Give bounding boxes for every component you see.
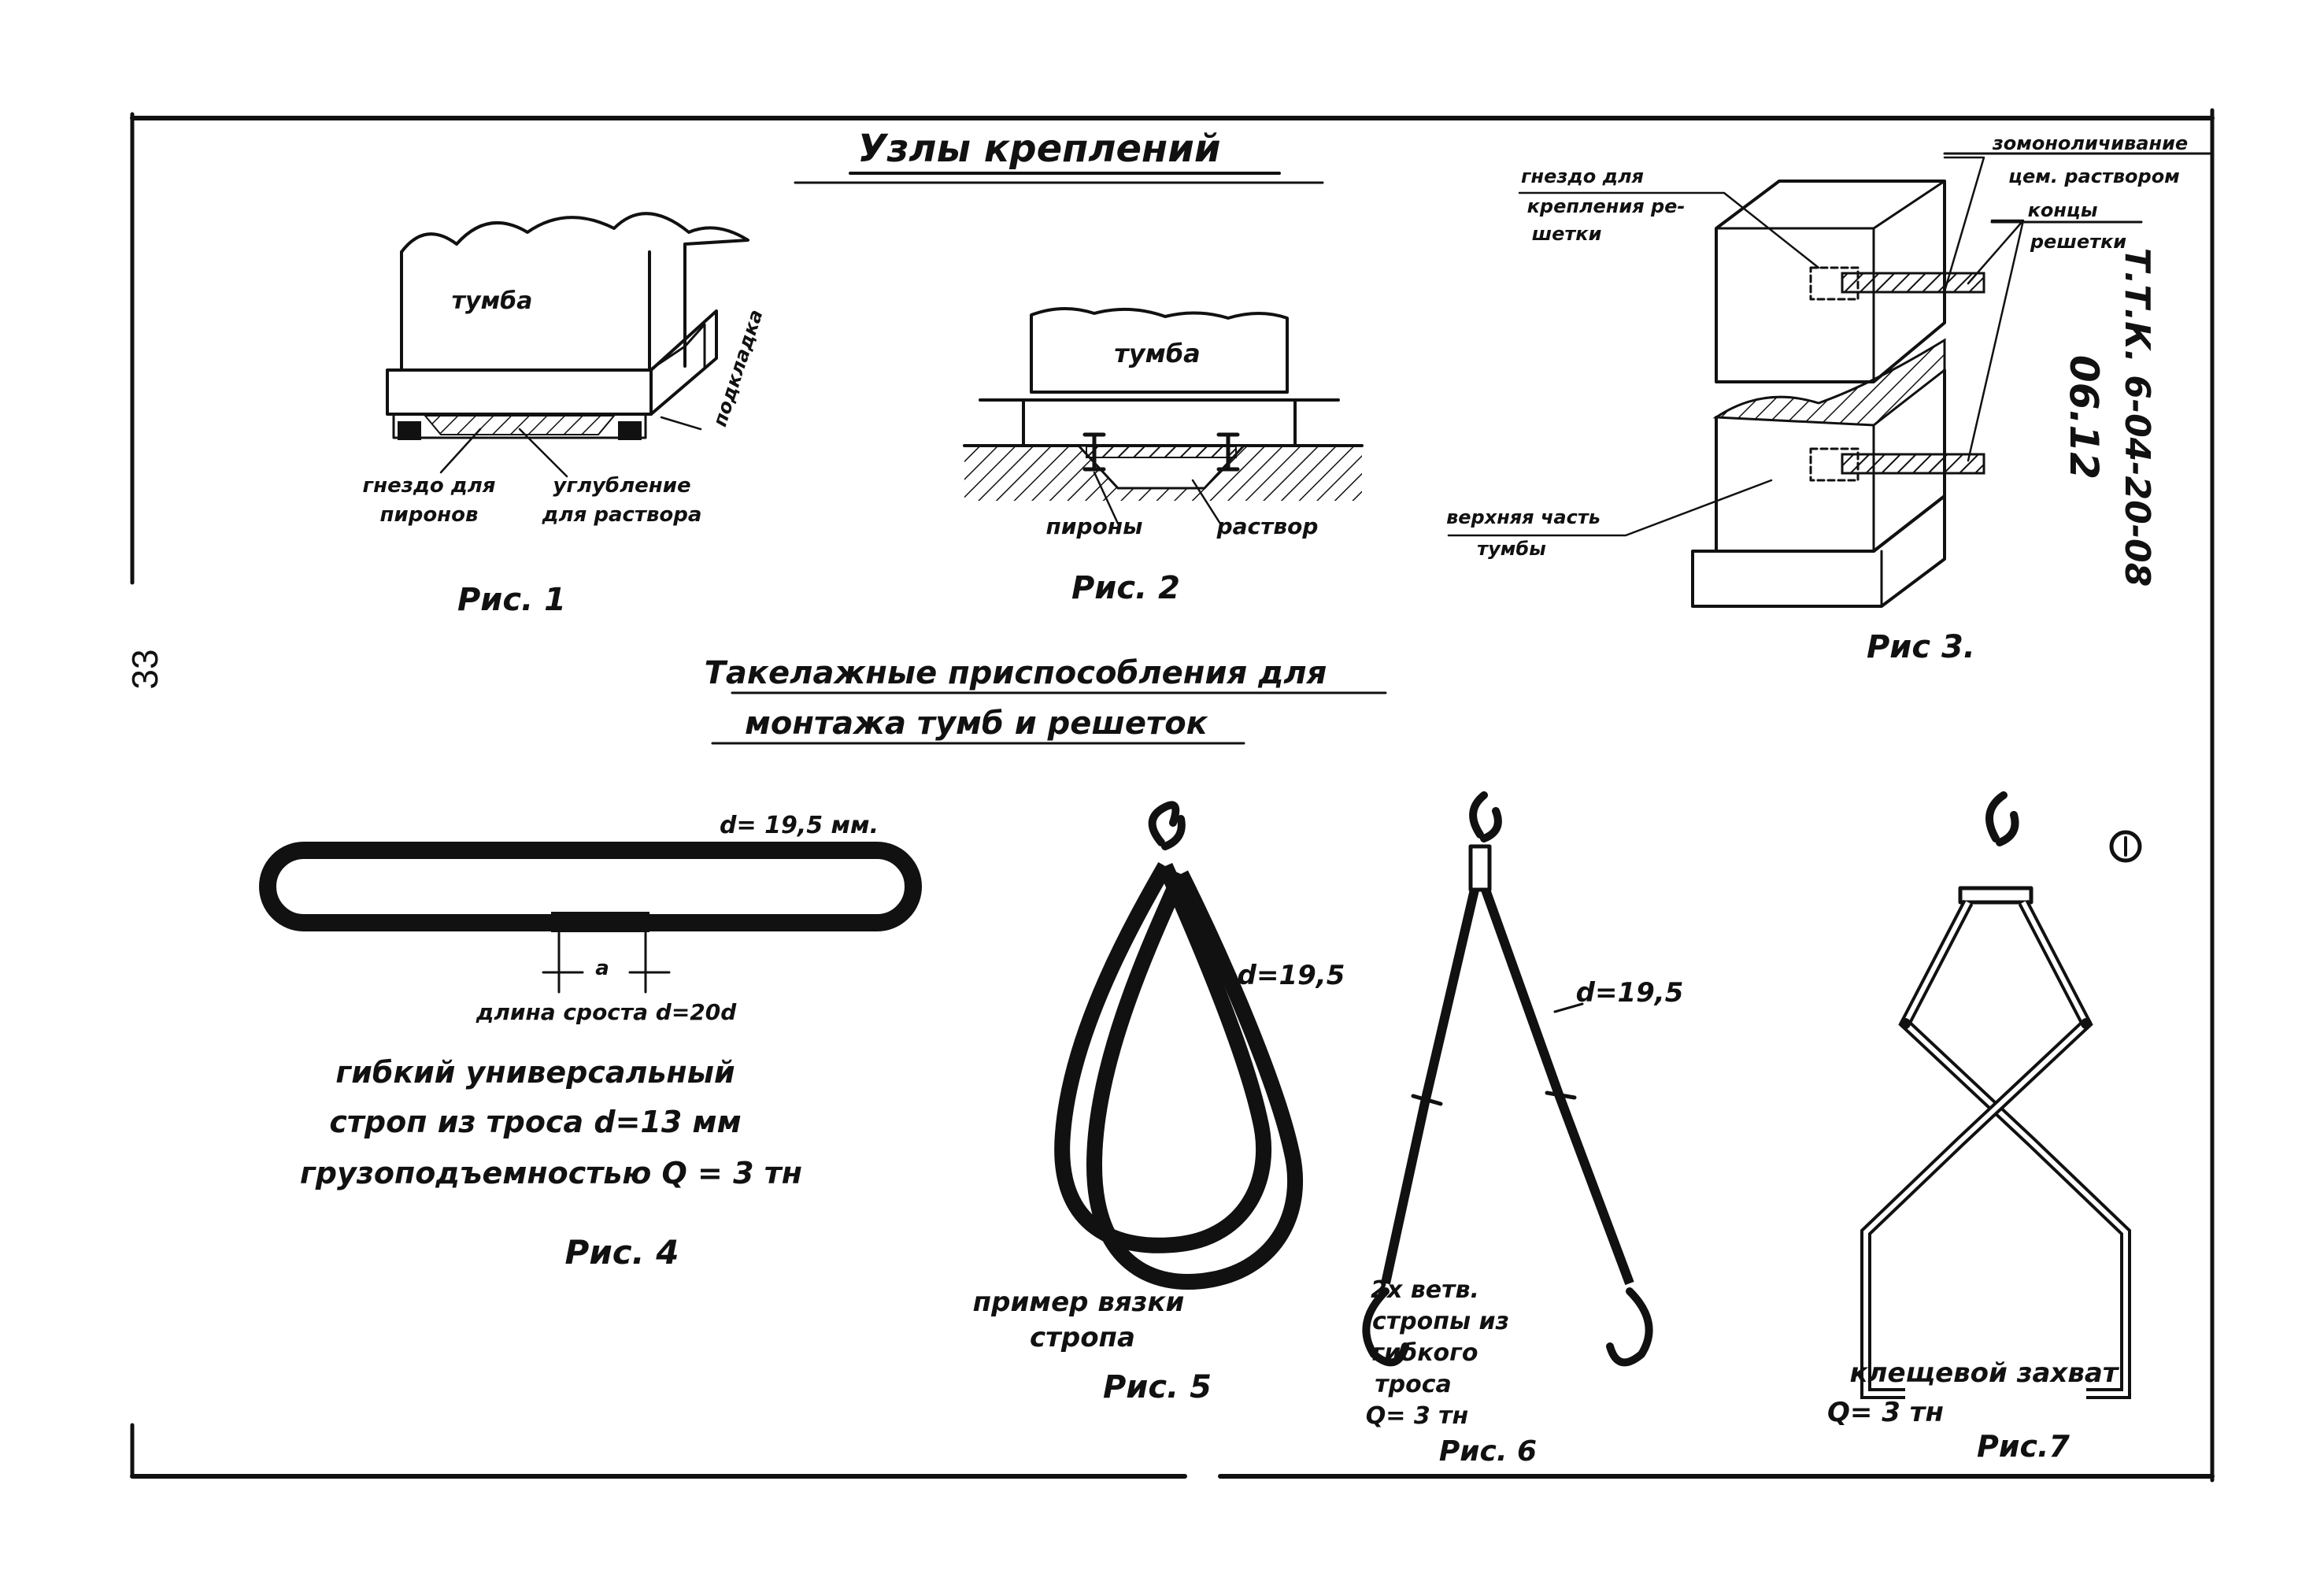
fig1-pedestal-base: тумба подкладка гнездо для пиронов углуб… [363, 212, 768, 618]
document-code: Т.Т.К. 6-04-20-08 06.12 [2061, 248, 2157, 587]
title-rigging-line1: Такелажные приспособления для [705, 655, 1327, 691]
sheet-frame [130, 108, 2215, 1483]
fig1-right-label-line1: углубление [553, 474, 690, 498]
fig4-gap-label: а [595, 957, 609, 980]
fig1-right-label-line2: для раствора [542, 503, 702, 527]
fig7-description-line1: клещевой захват [1849, 1357, 2119, 1389]
document-code-line1: Т.Т.К. 6-04-20-08 [2117, 248, 2157, 587]
document-code-line2: 06.12 [2061, 355, 2107, 479]
fig3-grille-fixing: гнездо для крепления ре- шетки зомонолич… [1446, 132, 2214, 665]
fig3-label-grout-line2: цем. раствором [2008, 165, 2180, 187]
fig6-description-line5: Q= 3 тн [1366, 1402, 1469, 1430]
fig6-description-line4: троса [1375, 1371, 1452, 1398]
fig7-description-line2: Q= 3 тн [1827, 1397, 1944, 1428]
fig6-two-leg-sling: d=19,5 2х ветв. стропы из гибкого троса … [1362, 791, 1684, 1468]
fig2-left-label: пироны [1046, 513, 1143, 539]
fig3-label-bars-line1: концы [2028, 199, 2098, 221]
fig3-label-bars-line2: решетки [2030, 231, 2126, 253]
fig6-description-line3: гибкого [1372, 1339, 1478, 1367]
fig4-dimension-label: d= 19,5 мм. [720, 812, 879, 839]
circled-mark [2109, 830, 2142, 863]
fig3-label-top-line2: тумбы [1477, 538, 1546, 560]
fig3-label-socket-line2: крепления ре- [1527, 195, 1686, 217]
fig6-caption: Рис. 6 [1439, 1435, 1537, 1468]
fig6-dimension-label: d=19,5 [1576, 977, 1684, 1009]
title-rigging-line2: монтажа тумб и решеток [745, 705, 1208, 742]
fig1-caption: Рис. 1 [457, 582, 566, 618]
fig2-right-label: раствор [1216, 513, 1319, 539]
fig3-label-top-line1: верхняя часть [1446, 506, 1601, 528]
fig3-label-socket-line1: гнездо для [1521, 165, 1644, 187]
fig6-description-line1: 2х ветв. [1371, 1276, 1479, 1304]
svg-text:Узлы креплений: Узлы креплений [858, 127, 1221, 171]
fig4-sling-loop: d= 19,5 мм. а длина сроста d=20d гибкий … [259, 812, 922, 1272]
fig7-caption: Рис.7 [1977, 1429, 2070, 1464]
fig3-caption: Рис 3. [1867, 629, 1975, 665]
fig2-caption: Рис. 2 [1071, 570, 1180, 606]
fig1-left-label-line1: гнездо для [363, 474, 496, 498]
fig2-body-label: тумба [1114, 339, 1201, 368]
fig7-pincer-grab: клещевой захват Q= 3 тн Рис.7 [1827, 791, 2131, 1464]
title-top: Узлы креплений [794, 127, 1324, 184]
fig5-dimension-label: d=19,5 [1238, 960, 1345, 991]
fig4-splice-label: длина сроста d=20d [476, 999, 738, 1025]
page-number: 33 [124, 649, 165, 689]
fig1-body-label: тумба [452, 287, 533, 315]
title-rigging: Такелажные приспособления для монтажа ту… [705, 655, 1387, 745]
fig5-caption: Рис. 5 [1103, 1369, 1212, 1405]
fig4-description-line3: грузоподъемностью Q = 3 тн [300, 1156, 802, 1190]
fig4-description-line1: гибкий универсальный [335, 1055, 735, 1090]
fig6-description-line2: стропы из [1372, 1308, 1509, 1335]
fig5-sling-tying: d=19,5 пример вязки стропа Рис. 5 [973, 801, 1345, 1405]
fig5-description-line1: пример вязки [973, 1287, 1185, 1318]
fig2-anchoring: тумба пироны раствор Рис. 2 [963, 307, 1364, 606]
fig1-left-label-line2: пиронов [380, 503, 479, 527]
fig3-label-socket-line3: шетки [1532, 223, 1602, 245]
fig4-caption: Рис. 4 [565, 1233, 679, 1272]
fig4-description-line2: строп из троса d=13 мм [329, 1105, 741, 1139]
fig5-description-line2: стропа [1030, 1322, 1135, 1353]
fig3-label-grout-line1: зомоноличивание [1992, 132, 2188, 154]
